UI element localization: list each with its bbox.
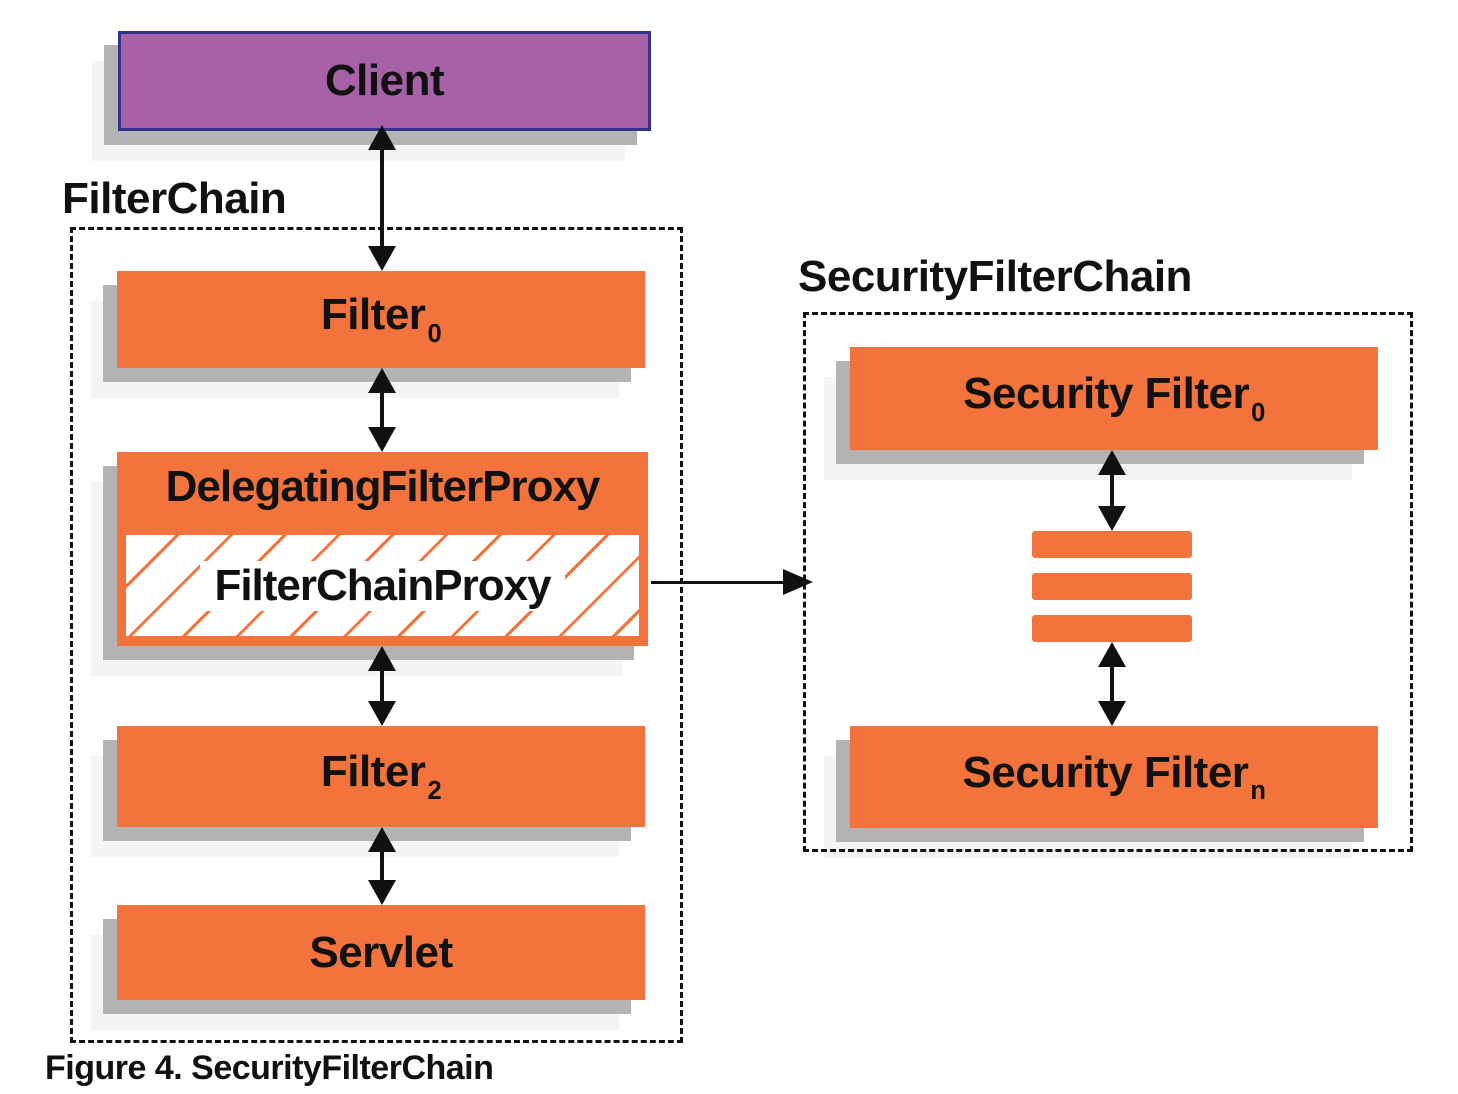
security-filter0-label: Security Filter0 [963, 369, 1265, 428]
securityfilterchain-section-label: SecurityFilterChain [798, 252, 1192, 301]
arrowhead-down-icon [368, 246, 396, 271]
security-filtern-label: Security Filtern [962, 747, 1266, 807]
arrow-shaft [380, 658, 384, 714]
security-filter0-box: Security Filter0 [850, 347, 1378, 450]
arrow-shaft [380, 380, 384, 440]
filter2-box: Filter2 [117, 726, 645, 827]
delegating-filter-proxy-label: DelegatingFilterProxy [165, 462, 601, 511]
ellipsis-bar-icon [1032, 615, 1192, 642]
filter2-servlet-bidirectional-arrow-icon [368, 827, 396, 905]
filterchain-section-label: FilterChain [62, 174, 287, 223]
ellipsis-bar-icon [1032, 531, 1192, 558]
ellipsis-securityfiltern-bidirectional-arrow-icon [1098, 642, 1126, 726]
security-filter0-label-subscript: 0 [1251, 398, 1265, 427]
filter0-label-base: Filter [320, 290, 426, 340]
arrow-shaft [1110, 462, 1114, 519]
arrow-shaft [1110, 654, 1114, 714]
filter0-label-subscript: 0 [427, 319, 442, 348]
filter-chain-proxy-box: FilterChainProxy [123, 532, 642, 639]
filter2-label: Filter2 [320, 747, 442, 806]
securityfilter0-ellipsis-bidirectional-arrow-icon [1098, 450, 1126, 531]
arrow-shaft [380, 137, 384, 259]
security-filter0-label-base: Security Filter [963, 369, 1250, 419]
delegating-filter2-bidirectional-arrow-icon [368, 646, 396, 726]
client-label: Client [324, 56, 445, 105]
security-filtern-box: Security Filtern [850, 726, 1378, 828]
servlet-label: Servlet [309, 927, 453, 977]
filter2-label-base: Filter [320, 747, 426, 797]
proxy-to-securityfilterchain-arrow-icon [651, 569, 813, 595]
arrow-shaft [380, 839, 384, 893]
ellipsis-bar-icon [1032, 573, 1192, 600]
arrowhead-down-icon [1098, 701, 1126, 726]
arrowhead-down-icon [368, 880, 396, 905]
arrowhead-down-icon [1098, 506, 1126, 531]
security-filtern-label-subscript: n [1250, 777, 1266, 806]
filter0-label: Filter0 [320, 290, 442, 349]
filterchain-boundary [70, 227, 683, 1043]
filter-chain-proxy-label: FilterChainProxy [200, 560, 565, 611]
servlet-box: Servlet [117, 905, 645, 1000]
arrowhead-right-icon [783, 569, 813, 595]
delegating-filter-proxy-box: DelegatingFilterProxy FilterChainProxy [117, 452, 648, 646]
filter0-delegating-bidirectional-arrow-icon [368, 368, 396, 452]
arrow-shaft [651, 580, 789, 584]
filter0-box: Filter0 [117, 271, 645, 368]
security-filtern-label-base: Security Filter [962, 747, 1249, 797]
client-filter0-bidirectional-arrow-icon [368, 125, 396, 271]
arrowhead-down-icon [368, 427, 396, 452]
arrowhead-down-icon [368, 701, 396, 726]
securityfilterchain-boundary [803, 312, 1413, 852]
figure-caption: Figure 4. SecurityFilterChain [45, 1049, 494, 1087]
filter2-label-subscript: 2 [427, 776, 442, 805]
client-box: Client [118, 31, 651, 131]
